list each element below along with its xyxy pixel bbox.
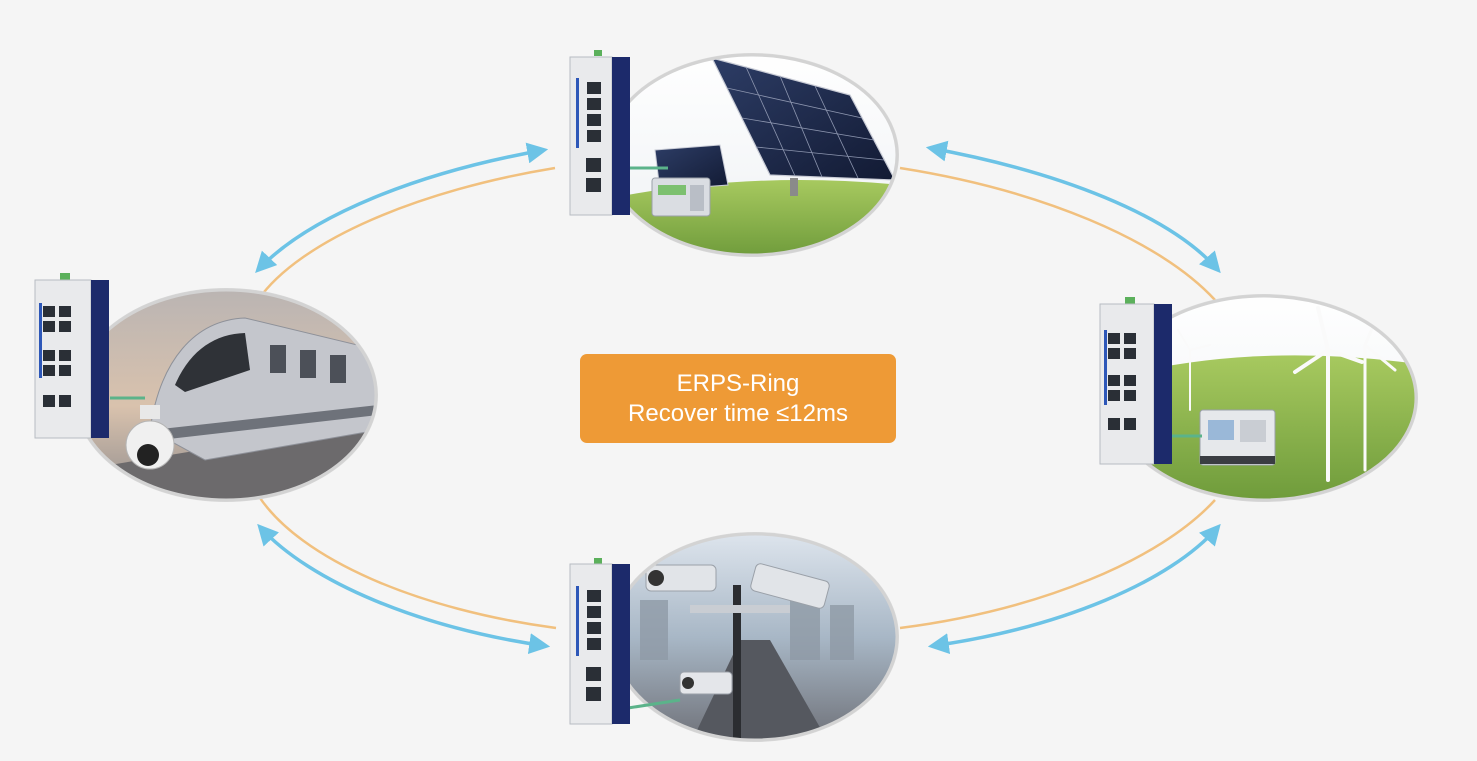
node-cctv <box>569 532 899 742</box>
erps-ring-title: ERPS-Ring <box>676 369 800 397</box>
ring-link-bottom-right <box>899 499 1216 630</box>
erps-ring-label: ERPS-Ring Recover time ≤12ms <box>580 354 896 443</box>
node-wind <box>1099 294 1418 502</box>
recover-time-text: Recover time ≤12ms <box>628 399 848 427</box>
arrow-top-left <box>255 142 549 274</box>
train <box>149 317 376 461</box>
switch-right <box>1099 297 1172 465</box>
node-solar <box>569 50 899 257</box>
inverter-device <box>651 177 711 217</box>
wind-turbines <box>1177 306 1397 482</box>
cctv-cameras <box>645 563 830 740</box>
plc-controller <box>1199 409 1276 466</box>
redundancy-arrows <box>255 140 1221 655</box>
arrow-top-right <box>925 140 1221 274</box>
switch-bottom <box>569 558 630 725</box>
switch-top <box>569 50 630 216</box>
node-train <box>34 273 378 502</box>
arrow-bottom-left <box>257 523 551 655</box>
ptz-camera <box>125 405 175 470</box>
ring-link-top-right <box>899 166 1216 301</box>
switch-left <box>34 273 109 439</box>
arrow-bottom-right <box>927 523 1221 655</box>
